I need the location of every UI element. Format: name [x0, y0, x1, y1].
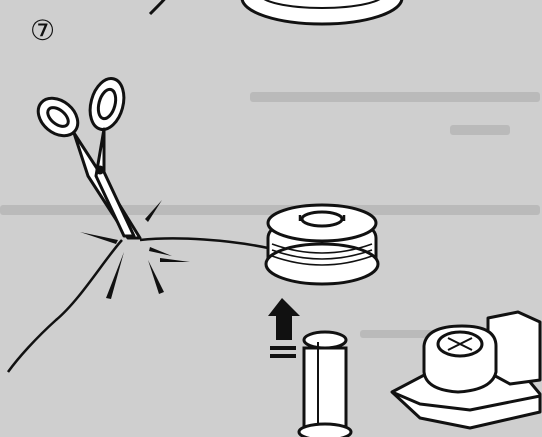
thread-top-icon	[150, 0, 170, 14]
bobbin-icon	[266, 205, 378, 284]
bobbin-winder-spindle-icon	[299, 332, 351, 437]
bobbin-top-icon	[242, 0, 402, 24]
thread-icon	[8, 238, 268, 372]
reverse-page-bleed	[0, 92, 540, 338]
bobbin-winder-stopper-icon	[392, 312, 540, 428]
step-number: ⑦	[30, 14, 55, 47]
up-arrow-icon	[268, 298, 300, 358]
svg-text:⑦: ⑦	[30, 14, 55, 47]
